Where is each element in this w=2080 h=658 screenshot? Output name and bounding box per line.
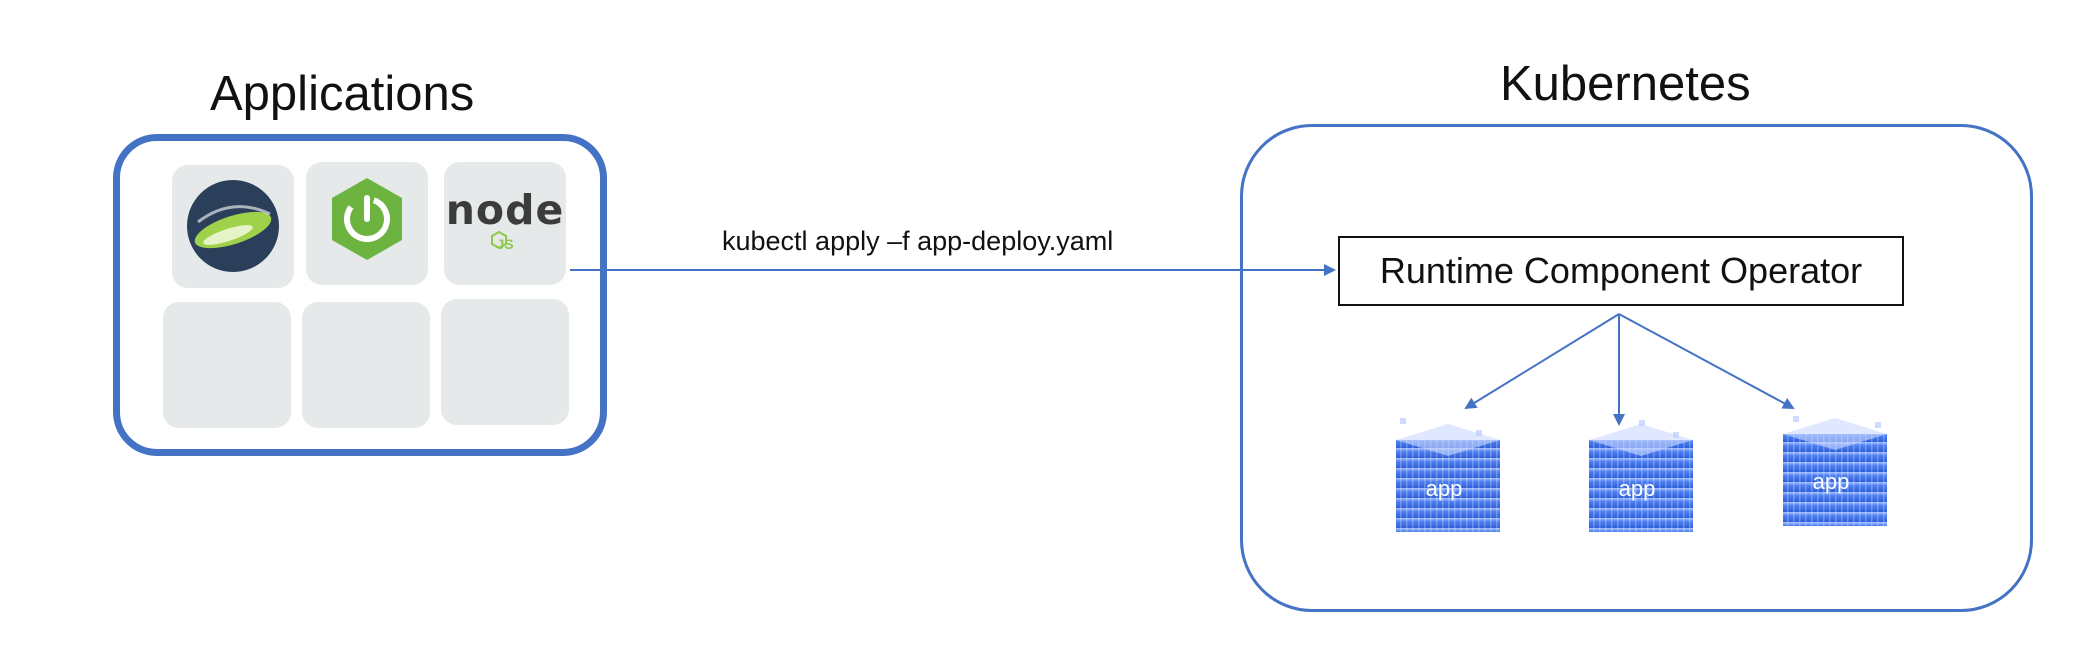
kubernetes-title: Kubernetes (1500, 57, 1751, 111)
nodejs-icon: node (445, 186, 565, 234)
applications-title: Applications (210, 67, 475, 121)
app-tile-empty (163, 302, 291, 428)
kubernetes-box (1240, 124, 2033, 612)
runtime-component-operator-box: Runtime Component Operator (1338, 236, 1904, 306)
open-liberty-icon (187, 180, 279, 272)
app-container-icon (1396, 418, 1500, 532)
operator-label: Runtime Component Operator (1379, 250, 1863, 291)
app-label: app (1812, 469, 1850, 494)
branch-arrow (1464, 313, 1620, 410)
branch-arrow (1618, 313, 1795, 409)
spring-boot-icon (332, 178, 402, 260)
nodejs-hex-mark (491, 230, 507, 250)
app-label: app (1425, 476, 1463, 501)
app-tile-empty (302, 302, 430, 428)
app-container-icon (1589, 420, 1693, 532)
app-container-icon (1783, 416, 1887, 526)
applications-box (113, 134, 607, 456)
app-label: app (1618, 476, 1656, 501)
app-tile-nodejs (444, 162, 566, 285)
command-label: kubectl apply –f app-deploy.yaml (722, 226, 1114, 256)
app-tile-empty (441, 299, 569, 425)
